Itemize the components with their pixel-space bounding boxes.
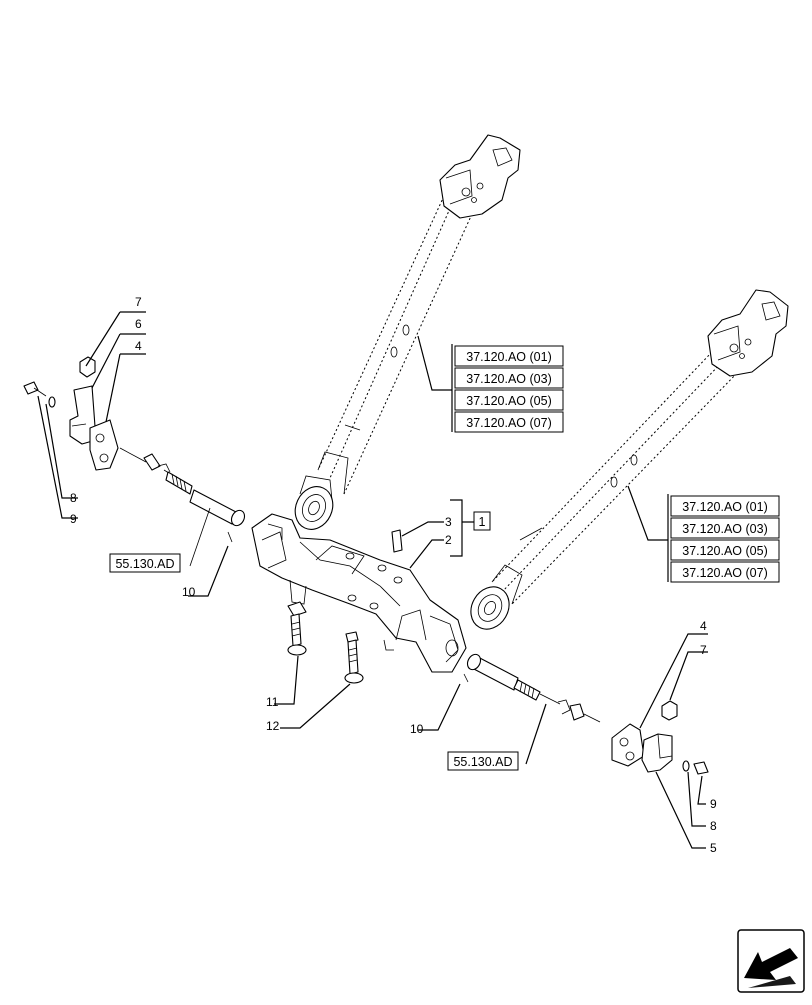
washer-8-left	[48, 396, 56, 408]
lift-arm-lower	[470, 289, 789, 630]
lift-arm-upper	[294, 134, 521, 530]
upper-ref-4[interactable]: 37.120.AO (07)	[466, 416, 551, 430]
upper-arm-ref-group: 37.120.AO (01) 37.120.AO (03) 37.120.AO …	[451, 344, 564, 433]
plate-4-left	[89, 419, 119, 471]
callout-4-left[interactable]: 4	[135, 339, 142, 353]
callout-8-right[interactable]: 8	[710, 819, 717, 833]
leader-lower-arm	[627, 485, 668, 541]
leader-4-left	[105, 353, 146, 423]
callout-7-right[interactable]: 7	[700, 643, 707, 657]
right-cable-ref-box	[447, 751, 519, 771]
left-cable-ref[interactable]: 55.130.AD	[115, 557, 174, 571]
lower-ref-1[interactable]: 37.120.AO (01)	[682, 500, 767, 514]
callout-10-left[interactable]: 10	[182, 585, 196, 599]
right-cable-ref[interactable]: 55.130.AD	[453, 755, 512, 769]
callout-4-right[interactable]: 4	[700, 619, 707, 633]
bolt-11	[287, 601, 307, 656]
callout-6-left[interactable]: 6	[135, 317, 142, 331]
pin-3	[391, 529, 403, 553]
leader-11	[274, 655, 299, 705]
washer-8-right	[682, 760, 690, 772]
callout-11[interactable]: 11	[266, 695, 279, 709]
kit-ref-box	[473, 511, 491, 531]
lower-ref-2[interactable]: 37.120.AO (03)	[682, 522, 767, 536]
bracket-5-right	[641, 733, 673, 773]
leader-5-right	[655, 771, 706, 849]
leader-10-left	[188, 545, 229, 597]
leader-right-cable	[525, 703, 547, 765]
leader-3	[401, 521, 444, 537]
clip-7-left	[79, 356, 96, 378]
leader-2	[409, 539, 444, 569]
leader-7-right	[669, 651, 708, 701]
screw-9-left	[23, 381, 39, 395]
callout-3[interactable]: 3	[445, 515, 452, 529]
leader-10-right	[418, 683, 461, 731]
callout-9-left[interactable]: 9	[70, 512, 77, 526]
upper-ref-2[interactable]: 37.120.AO (03)	[466, 372, 551, 386]
leader-12	[280, 683, 351, 729]
callout-2[interactable]: 2	[445, 533, 452, 547]
leader-9-left	[37, 395, 78, 519]
callout-12[interactable]: 12	[266, 719, 280, 733]
right-sensor-cable	[463, 653, 601, 723]
callout-9-right[interactable]: 9	[710, 797, 717, 811]
leader-9-right	[697, 775, 706, 805]
upper-ref-1[interactable]: 37.120.AO (01)	[466, 350, 551, 364]
leader-7-left	[85, 311, 146, 367]
lower-ref-3[interactable]: 37.120.AO (05)	[682, 544, 767, 558]
leader-4-right	[639, 633, 708, 729]
leader-upper-arm	[417, 335, 452, 391]
hitch-frame	[251, 513, 467, 673]
arrow-page-icon[interactable]	[737, 929, 805, 993]
left-cable-ref-box	[109, 553, 181, 573]
left-bracket-parts	[23, 356, 119, 471]
kit-bracket	[450, 499, 474, 557]
left-sensor-cable	[119, 447, 246, 567]
leader-8-left	[45, 403, 78, 499]
callout-5-right[interactable]: 5	[710, 841, 717, 855]
leader-6-left	[91, 333, 146, 389]
callout-8-left[interactable]: 8	[70, 491, 77, 505]
upper-ref-3[interactable]: 37.120.AO (05)	[466, 394, 551, 408]
right-bracket-parts	[611, 700, 709, 775]
lower-arm-ref-group: 37.120.AO (01) 37.120.AO (03) 37.120.AO …	[667, 494, 780, 583]
screw-9-right	[693, 761, 709, 775]
lower-ref-4[interactable]: 37.120.AO (07)	[682, 566, 767, 580]
callout-7-left[interactable]: 7	[135, 295, 142, 309]
bolt-12	[344, 631, 364, 684]
clip-7-right	[661, 700, 678, 721]
kit-ref[interactable]: 1	[479, 515, 486, 529]
leader-8-right	[687, 771, 706, 827]
callout-10-right[interactable]: 10	[410, 722, 424, 736]
